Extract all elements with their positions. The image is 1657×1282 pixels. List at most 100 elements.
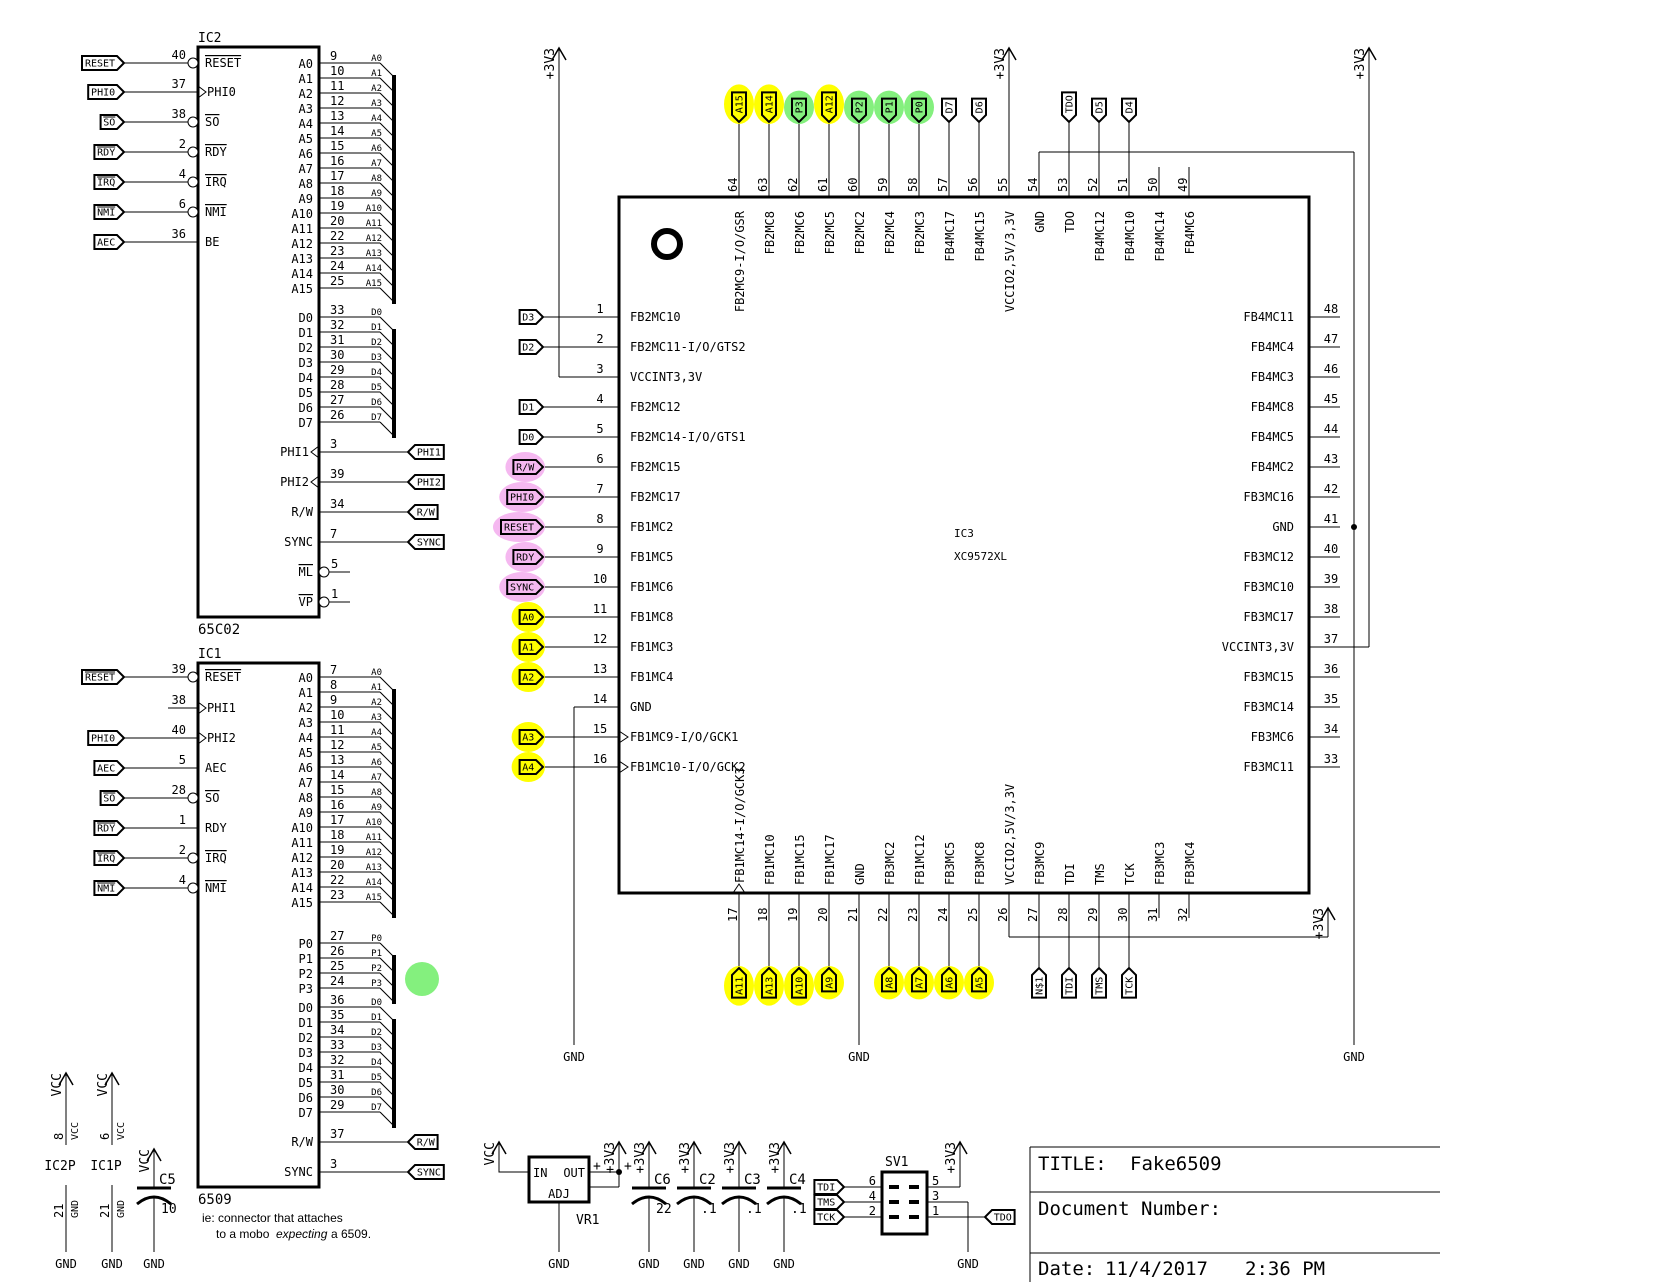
title-value: Fake6509 — [1130, 1153, 1222, 1175]
chip-ref: IC1 — [198, 647, 221, 662]
pin-number: 20 — [330, 858, 344, 872]
net-flag — [518, 609, 545, 625]
pin-number: 26 — [996, 908, 1010, 922]
pin-name: A6 — [299, 147, 313, 161]
pin-name: A0 — [299, 57, 313, 71]
pin-number: 56 — [966, 178, 980, 192]
net-flag — [791, 97, 807, 124]
ground-label: GND — [728, 1257, 750, 1271]
pin-number: 24 — [330, 259, 344, 273]
net-label: A1 — [371, 683, 382, 693]
pin-name: A7 — [299, 776, 313, 790]
pin-number: 30 — [330, 348, 344, 362]
pin-number: 4 — [179, 873, 186, 887]
net-flag-label: A1 — [522, 643, 534, 654]
net-flag — [93, 144, 126, 160]
pin-name: P0 — [299, 937, 313, 951]
pin-number: 19 — [330, 199, 344, 213]
net-flag — [93, 850, 126, 866]
net-flag — [813, 1194, 846, 1210]
bus-entry — [379, 1081, 395, 1097]
net-flag — [731, 966, 747, 999]
capacitor-ref: C4 — [789, 1172, 806, 1188]
pin-number: 15 — [593, 722, 607, 736]
note-text: a 6509. — [331, 1227, 371, 1241]
bus-entry — [379, 736, 395, 752]
pin-number: 57 — [936, 178, 950, 192]
net-flag — [93, 880, 126, 896]
pin-number: 33 — [1324, 752, 1338, 766]
capacitor-ref: C6 — [654, 1172, 671, 1188]
pin-number: 18 — [330, 828, 344, 842]
pin-name: D7 — [299, 1106, 313, 1120]
pin-name: FB1MC9-I/O/GCK1 — [630, 730, 738, 744]
bus-entry — [379, 167, 395, 183]
pin-name: FB3MC4 — [1183, 842, 1197, 885]
pin-number: 27 — [1026, 908, 1040, 922]
pin-number: 23 — [330, 244, 344, 258]
pin-name: FB1MC2 — [630, 520, 673, 534]
net-flag — [99, 790, 126, 806]
pin-name: FB2MC17 — [630, 490, 681, 504]
pin-number: 15 — [330, 139, 344, 153]
pin-name: TDO — [1063, 211, 1077, 233]
pin-number: 36 — [1324, 662, 1338, 676]
net-flag — [81, 669, 126, 685]
net-flag — [93, 820, 126, 836]
bus-entry — [379, 376, 395, 392]
pin-name: A15 — [291, 896, 313, 910]
bus-entry — [379, 346, 395, 362]
pin-number: 13 — [593, 662, 607, 676]
clock-icon — [197, 701, 207, 715]
bus-entry — [379, 391, 395, 407]
net-label: A9 — [371, 189, 382, 199]
pin-number: 59 — [876, 178, 890, 192]
pin-name: RDY — [205, 145, 227, 159]
pin-number: 35 — [1324, 692, 1338, 706]
net-flag-label: RESET — [85, 673, 115, 684]
pin-number: 37 — [172, 77, 186, 91]
bus-entry — [379, 227, 395, 243]
pin-number: 52 — [1086, 178, 1100, 192]
pin-number: 26 — [330, 408, 344, 422]
net-label: A8 — [371, 788, 382, 798]
pin-name: FB4MC4 — [1251, 340, 1294, 354]
pin-name: FB2MC11-I/O/GTS2 — [630, 340, 746, 354]
pin-number: 43 — [1324, 452, 1338, 466]
pin-number: 27 — [330, 393, 344, 407]
net-flag — [881, 97, 897, 124]
pin-name: D6 — [299, 401, 313, 415]
pin-number: 32 — [330, 318, 344, 332]
note-text: to a mobo — [216, 1227, 270, 1241]
pin-name: A10 — [291, 821, 313, 835]
capacitor-value: 22 — [656, 1202, 672, 1217]
power-label: +3V3 — [944, 1142, 959, 1173]
net-label: D0 — [371, 998, 382, 1008]
pin-number: 30 — [330, 1083, 344, 1097]
net-flag-label: D0 — [522, 433, 534, 444]
inversion-bubble — [187, 852, 199, 864]
power-label: +3V3 — [723, 1142, 738, 1173]
sv1-body — [880, 1170, 929, 1236]
ground-label: GND — [1343, 1050, 1365, 1064]
pin-name: ADJ — [548, 1187, 570, 1201]
capacitor-ref: C2 — [699, 1172, 716, 1188]
pin-name: A3 — [299, 716, 313, 730]
power-label: VCC — [50, 1073, 65, 1096]
pin-name: FB4MC10 — [1123, 211, 1137, 262]
pin-number: 46 — [1324, 362, 1338, 376]
pin-name: FB2MC10 — [630, 310, 681, 324]
clock-icon — [310, 475, 320, 489]
pin-name: D0 — [299, 1001, 313, 1015]
capacitor-ref: C5 — [159, 1172, 176, 1188]
net-flag-label: PHI1 — [417, 448, 441, 459]
pin-name: FB1MC6 — [630, 580, 673, 594]
pin-name: D4 — [299, 371, 313, 385]
net-flag-label: A13 — [765, 977, 776, 995]
pin-number: 22 — [330, 229, 344, 243]
pin-name: SYNC — [284, 535, 313, 549]
net-flag — [406, 504, 439, 520]
pin-name: FB4MC12 — [1093, 211, 1107, 262]
inversion-bubble — [187, 882, 199, 894]
pin-name: FB1MC5 — [630, 550, 673, 564]
